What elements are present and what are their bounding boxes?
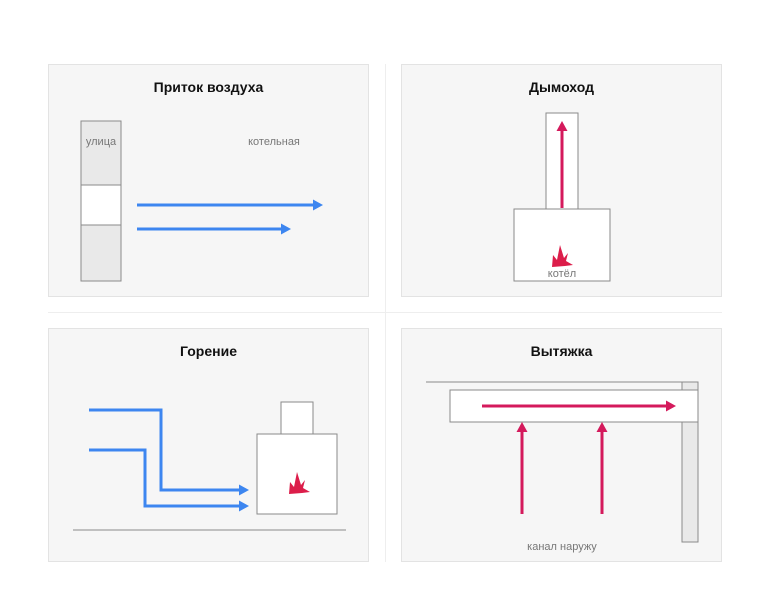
boiler-body	[513, 208, 611, 282]
exhaust-diagram: канал наружу	[426, 381, 699, 553]
panel-air-intake: Приток воздуха улица котельная	[48, 64, 369, 297]
panel-title: Дымоход	[529, 79, 594, 95]
flame-icon	[289, 472, 310, 494]
air-inlet-opening	[80, 184, 122, 226]
arrow-head	[239, 484, 249, 496]
panel-exhaust: Вытяжка канал наружу	[401, 328, 722, 562]
label-boiler: котёл	[548, 268, 576, 280]
arrow-head	[666, 400, 676, 412]
label-street: улица	[86, 136, 117, 148]
panel-title: Горение	[180, 343, 237, 359]
arrow-head	[281, 223, 291, 235]
combustion-diagram	[73, 401, 346, 531]
arrow-head	[556, 121, 568, 131]
panel-chimney: Дымоход котёл	[401, 64, 722, 297]
air-flow-arrow-lower	[89, 448, 239, 508]
label-boiler-room: котельная	[248, 136, 300, 148]
chimney-diagram: котёл	[513, 112, 611, 282]
air-flow-arrow-upper	[89, 408, 239, 492]
chimney-stub	[280, 401, 314, 435]
vertical-divider	[385, 64, 386, 562]
panel-title: Приток воздуха	[153, 79, 264, 95]
arrow-head	[239, 500, 249, 512]
panel-title: Вытяжка	[530, 343, 593, 359]
horizontal-divider	[48, 312, 722, 313]
flame-icon	[552, 245, 573, 267]
air-intake-diagram: улица котельная	[80, 120, 323, 282]
label-channel-outside: канал наружу	[527, 541, 597, 553]
arrow-head	[313, 199, 323, 211]
arrow-head	[596, 422, 608, 432]
panel-combustion: Горение	[48, 328, 369, 562]
arrow-head	[516, 422, 528, 432]
